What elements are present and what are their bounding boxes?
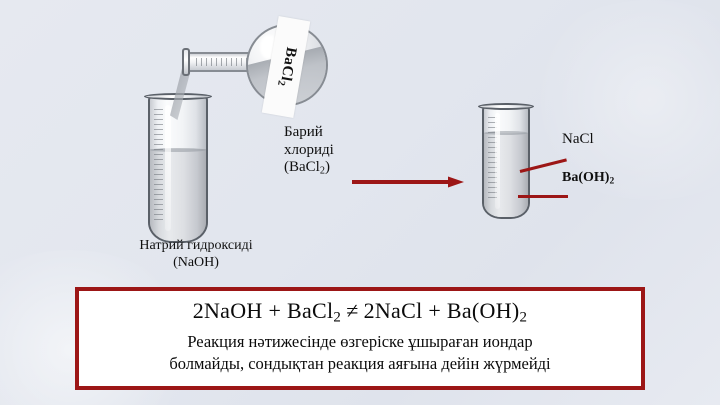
label-sodium-hydroxide-line2: (NaOH) bbox=[173, 254, 219, 270]
label-sodium-hydroxide: Натрий гидроксиді (NaOH) bbox=[96, 238, 296, 271]
equation-callout-box: 2NaOH + BaCl2≠2NaCl + Ba(OH)2 Реакция нә… bbox=[75, 287, 645, 390]
label-barium-chloride-line1: Барий bbox=[284, 124, 323, 140]
explanation-line-2: болмайды, сондықтан реакция аяғына дейін… bbox=[169, 353, 551, 373]
label-nacl: NaCl bbox=[562, 131, 594, 147]
beaker-left-highlight bbox=[164, 105, 171, 231]
beaker-right-meniscus bbox=[484, 131, 528, 136]
equation-not-equal-sign: ≠ bbox=[346, 298, 359, 323]
formula-sub: 2 bbox=[319, 165, 325, 177]
flask-lip bbox=[182, 48, 190, 76]
beaker-right-graduations bbox=[488, 116, 497, 202]
equation-right-term-2-sub: 2 bbox=[519, 309, 528, 326]
equation-left-term-2-main: BaCl bbox=[286, 298, 334, 323]
beaker-left-graduations bbox=[154, 109, 163, 221]
label-barium-chloride-formula: (BaCl2) bbox=[284, 159, 334, 178]
flask-label-formula: BaCl bbox=[277, 45, 300, 83]
label-sodium-hydroxide-line1: Натрий гидроксиді bbox=[139, 238, 253, 253]
label-barium-chloride-line2: хлориді bbox=[284, 141, 334, 158]
label-barium-hydroxide: Ba(OH)2 bbox=[562, 170, 614, 188]
equation-plus-1: + bbox=[268, 298, 282, 323]
equation-right-term-2: Ba(OH)2 bbox=[446, 298, 528, 326]
equation-left-term-2-sub: 2 bbox=[333, 309, 342, 326]
equation-right-term-1: 2NaCl bbox=[363, 298, 423, 323]
flask-neck-graduations bbox=[196, 58, 248, 66]
background-glow-right bbox=[520, 0, 720, 200]
beaker-products bbox=[478, 103, 534, 219]
equation-left-term-2: BaCl2 bbox=[286, 298, 342, 326]
beaker-left-meniscus bbox=[150, 148, 206, 153]
label-barium-hydroxide-main: Ba(OH) bbox=[562, 170, 610, 185]
formula-tail: ) bbox=[324, 159, 330, 176]
equation-right-term-2-main: Ba(OH) bbox=[446, 298, 520, 323]
equation-left-term-1: 2NaOH bbox=[192, 298, 263, 323]
beaker-left-body bbox=[148, 96, 208, 243]
chemical-equation: 2NaOH + BaCl2≠2NaCl + Ba(OH)2 bbox=[79, 298, 641, 327]
label-barium-chloride: Барий хлориді (BaCl2) bbox=[284, 124, 334, 178]
round-bottom-flask: BaCl2 bbox=[170, 15, 328, 128]
explanation-line-1: Реакция нәтижесінде өзгеріске ұшыраған и… bbox=[187, 331, 533, 351]
leader-line-barium-hydroxide bbox=[518, 195, 568, 198]
equation-plus-2: + bbox=[428, 298, 442, 323]
reaction-arrow-icon bbox=[352, 176, 464, 188]
beaker-right-body bbox=[482, 106, 530, 219]
beaker-right-highlight bbox=[495, 113, 501, 210]
label-barium-hydroxide-sub: 2 bbox=[609, 176, 615, 187]
beaker-right-rim bbox=[478, 103, 534, 110]
flask-label-subscript: 2 bbox=[274, 79, 287, 88]
formula-main: (BaCl bbox=[284, 159, 320, 176]
